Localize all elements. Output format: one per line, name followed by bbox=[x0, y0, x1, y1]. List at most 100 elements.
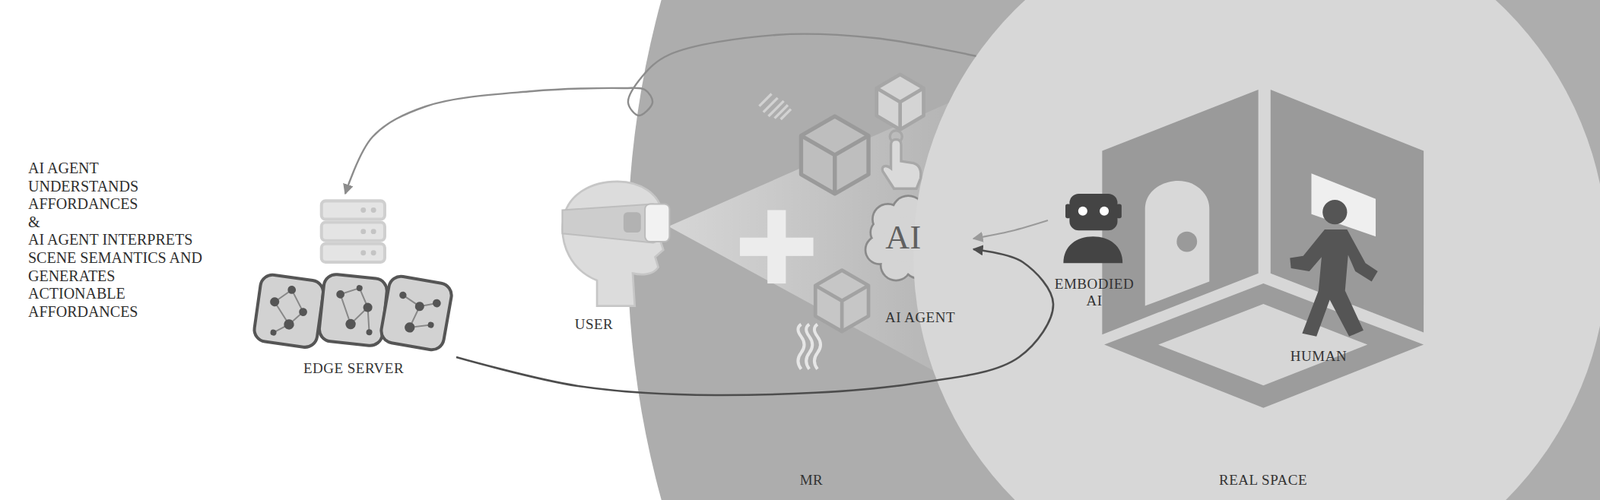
graph-card-part bbox=[317, 273, 388, 348]
stripes-icon-part bbox=[780, 109, 791, 120]
robot-icon-part bbox=[1069, 193, 1118, 231]
plus-sign-part bbox=[767, 209, 786, 284]
user-head-icon-part bbox=[644, 203, 670, 242]
stripes-icon bbox=[758, 93, 791, 120]
server-icon-part bbox=[321, 200, 385, 220]
text-holder: MR bbox=[765, 472, 858, 489]
heat-waves-icon-part bbox=[797, 324, 804, 370]
heat-waves-icon bbox=[797, 324, 821, 370]
graph-card-part bbox=[336, 286, 375, 334]
server-icon-part bbox=[371, 250, 377, 256]
graph-card-part bbox=[269, 329, 277, 337]
illustration-part bbox=[252, 74, 1424, 409]
human-figure-part bbox=[1322, 200, 1347, 225]
cube-icon-part bbox=[800, 116, 869, 194]
server-icon bbox=[321, 200, 385, 263]
note-text: AI AGENT INTERPRETS SCENE SEMANTICS AND … bbox=[28, 231, 207, 321]
graph-card-part bbox=[282, 318, 295, 331]
robot-icon-part bbox=[1116, 203, 1122, 219]
room-illustration-part bbox=[1176, 231, 1197, 253]
icon-text: AI bbox=[885, 219, 921, 258]
server-icon-part bbox=[371, 207, 377, 213]
server-icon-part bbox=[360, 250, 366, 256]
room-illustration-part bbox=[1270, 89, 1424, 333]
text-holder: EMBODIED AI bbox=[1047, 276, 1142, 310]
node-label: AI AGENT bbox=[885, 309, 956, 327]
flow-arrow bbox=[345, 34, 977, 194]
graph-card-part bbox=[362, 302, 373, 313]
stripes-icon-part bbox=[768, 101, 785, 117]
graph-card-part bbox=[379, 274, 454, 353]
robot-icon-part bbox=[1063, 236, 1123, 264]
node-label: HUMAN bbox=[1290, 348, 1347, 366]
graph-card-part bbox=[431, 298, 442, 308]
node-label: REAL SPACE bbox=[1219, 472, 1308, 489]
room-illustration-part bbox=[1145, 180, 1210, 307]
server-icon-part bbox=[360, 207, 366, 213]
cube-icon bbox=[815, 270, 869, 333]
edge-server-node: EDGE SERVER bbox=[250, 193, 457, 385]
user-head-icon bbox=[561, 181, 670, 307]
stripes-icon-part bbox=[758, 93, 772, 106]
graph-card-part bbox=[398, 291, 407, 300]
graph-card bbox=[252, 273, 325, 350]
graph-card-part bbox=[365, 329, 373, 337]
flow-arrow bbox=[456, 249, 1054, 396]
graph-card-part bbox=[403, 321, 416, 334]
graph-card bbox=[379, 274, 454, 353]
real-space-region: REAL SPACE EMBODIED AI HUMAN bbox=[913, 0, 1600, 500]
room-illustration-part bbox=[1311, 173, 1376, 237]
flow-arrow bbox=[973, 220, 1048, 239]
stripes-icon-part bbox=[763, 98, 778, 113]
hand-pointer-icon bbox=[882, 130, 921, 189]
mr-region-outline bbox=[627, 0, 1600, 500]
robot-icon-part bbox=[1065, 203, 1071, 219]
room-illustration-part bbox=[1101, 89, 1258, 335]
cube-icon-part bbox=[876, 74, 924, 130]
mr-region: MR AI AI AGENT REAL SPACE EMBODIED AI HUMAN bbox=[628, 0, 1600, 500]
graph-card-part bbox=[345, 318, 357, 331]
node-label: USER bbox=[574, 316, 614, 334]
graph-card-part bbox=[252, 273, 325, 350]
room-illustration-part bbox=[1104, 283, 1424, 409]
robot-icon bbox=[1063, 193, 1123, 264]
graph-card-part bbox=[270, 288, 307, 337]
user-head-icon-part bbox=[623, 212, 642, 233]
graph-card-part bbox=[355, 285, 363, 293]
node-label: EDGE SERVER bbox=[303, 360, 404, 378]
cube-icon-part bbox=[815, 270, 869, 333]
server-icon-part bbox=[360, 228, 366, 235]
real-space-circle bbox=[913, 0, 1600, 500]
node-label: MR bbox=[800, 472, 824, 489]
user-head-icon-part bbox=[562, 181, 664, 307]
robot-icon-part bbox=[1078, 206, 1088, 216]
graph-card-part bbox=[414, 301, 426, 312]
note-block: AI AGENT UNDERSTANDS AFFORDANCES&AI AGEN… bbox=[28, 159, 207, 321]
real-space-region-outline bbox=[913, 0, 1600, 500]
text-holder: REAL SPACE bbox=[1187, 472, 1340, 489]
graph-card-part bbox=[336, 289, 346, 299]
server-icon-part bbox=[321, 244, 385, 263]
mr-circle bbox=[627, 0, 1600, 500]
cube-icon-part bbox=[876, 88, 924, 130]
server-icon-part bbox=[321, 222, 385, 242]
hand-pointer-icon-part bbox=[889, 130, 902, 143]
cube-icon bbox=[876, 74, 924, 130]
real-space-region-shape bbox=[913, 0, 1600, 500]
cube-icon-part bbox=[815, 285, 869, 332]
plus-sign-part bbox=[739, 238, 814, 257]
cube-icon-part bbox=[800, 135, 869, 194]
human-figure bbox=[1289, 200, 1378, 337]
text-holder: HUMAN bbox=[1265, 348, 1372, 366]
graph-card-part bbox=[287, 285, 297, 295]
graph-card-part bbox=[269, 296, 280, 308]
embodied-ai-node: EMBODIED AI bbox=[1047, 190, 1145, 320]
graph-card bbox=[317, 273, 388, 348]
user-head-icon-part bbox=[561, 203, 669, 243]
room-illustration-part bbox=[1158, 304, 1368, 386]
text-holder: EDGE SERVER bbox=[254, 360, 453, 378]
graph-card-part bbox=[298, 307, 308, 318]
